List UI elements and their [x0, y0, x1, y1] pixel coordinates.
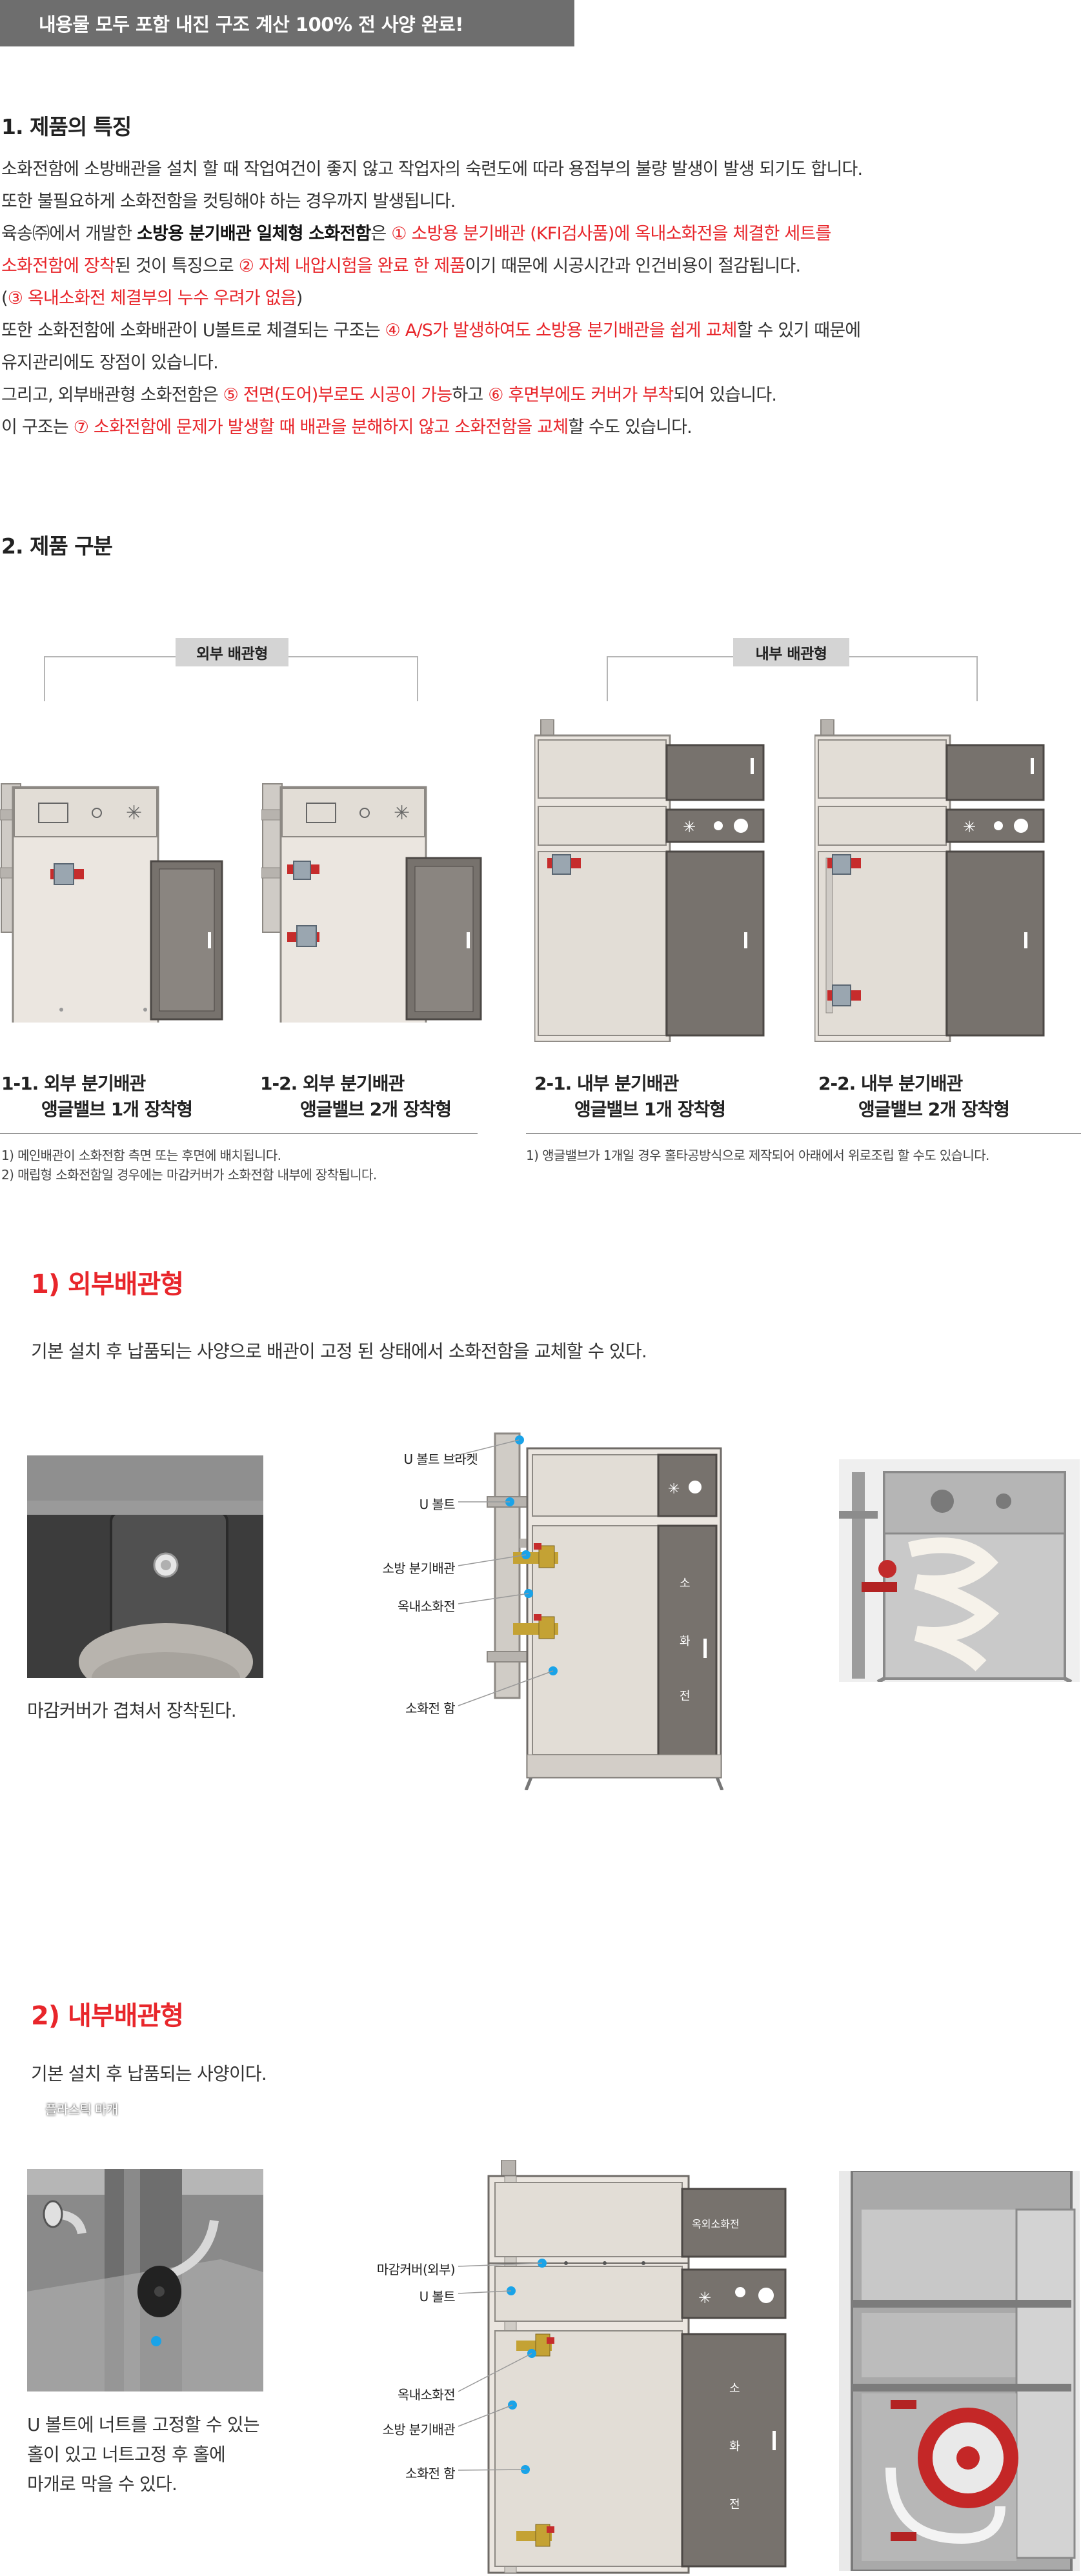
body-text: 이 구조는	[1, 417, 74, 437]
internal-real-photo	[839, 2171, 1080, 2571]
highlight-text: 소화전함에 장착	[1, 256, 116, 276]
body-text: )	[296, 288, 303, 308]
section1-line: (③ 옥내소화전 체결부의 누수 우려가 없음)	[1, 283, 862, 315]
divider-right	[526, 1133, 1081, 1134]
highlight-text: ⑤ 전면(도어)부로도 시공이 가능	[223, 385, 453, 405]
notes-external: 1) 메인배관이 소화전함 측면 또는 후면에 배치됩니다. 2) 매립형 소화…	[1, 1148, 377, 1183]
external-type-tag: 외부 배관형	[176, 638, 288, 666]
bold-text: 소방용 분기배관 일체형 소화전함	[137, 224, 371, 244]
label-u-bolt-bracket: U 볼트 브라켓	[403, 1452, 478, 1467]
body-text: 유지관리에도 장점이 있습니다.	[1, 353, 219, 373]
svg-text:✳: ✳	[963, 818, 976, 836]
svg-text:옥외소화전: 옥외소화전	[692, 2218, 740, 2230]
section1-line: 육송㈜에서 개발한 소방용 분기배관 일체형 소화전함은 ① 소방용 분기배관 …	[1, 218, 862, 250]
section1-line: 그리고, 외부배관형 소화전함은 ⑤ 전면(도어)부로도 시공이 가능하고 ⑥ …	[1, 379, 862, 412]
label-hydrant-box: 소화전 함	[405, 1701, 456, 1716]
product-1-2-illustration: ✳	[261, 783, 482, 1023]
label-internal-hydrant-box: 소화전 함	[405, 2466, 456, 2481]
highlight-text: ② 자체 내압시험을 완료 한 제품	[238, 256, 466, 276]
plastic-cap-tag: 플라스틱 마개	[45, 2102, 118, 2117]
external-real-photo	[839, 1459, 1080, 1682]
body-text: 할 수도 있습니다.	[568, 417, 692, 437]
body-text: 된 것이 특징으로	[115, 256, 239, 276]
body-text: 그리고, 외부배관형 소화전함은	[1, 385, 223, 405]
section1-line: 유지관리에도 장점이 있습니다.	[1, 347, 862, 379]
cover-detail-caption: 마감커버가 겹쳐서 장착된다.	[27, 1700, 237, 1721]
notes-internal: 1) 앵글밸브가 1개일 경우 홀타공방식으로 제작되어 아래에서 위로조립 할…	[526, 1148, 989, 1163]
banner-text: 내용물 모두 포함 내진 구조 계산 100% 전 사양 완료!	[39, 14, 463, 35]
product-1-1-illustration: ✳	[0, 783, 223, 1023]
caption-1-1: 1-1. 외부 분기배관 앵글밸브 1개 장착형	[1, 1073, 193, 1120]
svg-text:소: 소	[680, 1577, 691, 1590]
body-text: 되어 있습니다.	[673, 385, 777, 405]
body-text: 또한 소화전함에 소화배관이 U볼트로 체결되는 구조는	[1, 321, 385, 341]
svg-text:✳: ✳	[698, 2289, 711, 2307]
divider-left	[0, 1133, 478, 1134]
highlight-text: ⑥ 후면부에도 커버가 부착	[488, 385, 674, 405]
section1-line: 소화전함에 소방배관을 설치 할 때 작업여건이 좋지 않고 작업자의 숙련도에…	[1, 154, 863, 186]
svg-text:화: 화	[729, 2440, 740, 2453]
caption-1-2: 1-2. 외부 분기배관 앵글밸브 2개 장착형	[260, 1073, 452, 1120]
internal-type-tag: 내부 배관형	[733, 638, 849, 666]
section1-line: 소화전함에 장착된 것이 특징으로 ② 자체 내압시험을 완료 한 제품이기 때…	[1, 250, 862, 283]
external-type-desc: 기본 설치 후 납품되는 사양으로 배관이 고정 된 상태에서 소화전함을 교체…	[31, 1341, 647, 1362]
highlight-text: ③ 옥내소화전 체결부의 누수 우려가 없음	[7, 288, 297, 308]
svg-text:전: 전	[729, 2498, 740, 2511]
highlight-text: ④ A/S가 발생하여도 소방용 분기배관을 쉽게 교체	[385, 321, 738, 341]
caption-2-2: 2-2. 내부 분기배관 앵글밸브 2개 장착형	[818, 1073, 1010, 1120]
u-bolt-hole-desc: U 볼트에 너트를 고정할 수 있는 홀이 있고 너트고정 후 홀에 마개로 막…	[27, 2414, 260, 2495]
svg-text:✳: ✳	[126, 802, 142, 824]
body-text: 하고	[452, 385, 489, 405]
body-text: 소화전함에 소방배관을 설치 할 때 작업여건이 좋지 않고 작업자의 숙련도에…	[1, 159, 863, 179]
svg-text:소: 소	[729, 2382, 740, 2395]
svg-text:전: 전	[680, 1690, 691, 1703]
product-2-2-illustration: ✳	[814, 719, 1045, 1042]
section1-line: 또한 불필요하게 소화전함을 컷팅해야 하는 경우까지 발생됩니다.	[1, 186, 862, 218]
svg-text:✳: ✳	[683, 818, 696, 836]
highlight-text: ⑦ 소화전함에 문제가 발생할 때 배관을 분해하지 않고 소화전함을 교체	[73, 417, 569, 437]
label-internal-u-bolt: U 볼트	[419, 2289, 456, 2304]
body-text: (	[1, 288, 8, 308]
cover-detail-photo	[27, 1455, 263, 1678]
label-finish-cover-outer: 마감커버(외부)	[376, 2262, 456, 2277]
internal-leader-lines	[458, 2262, 543, 2471]
section1-line: 이 구조는 ⑦ 소화전함에 문제가 발생할 때 배관을 분해하지 않고 소화전함…	[1, 412, 862, 444]
body-text: 육송㈜에서 개발한	[1, 224, 137, 244]
section1-paragraph: 소화전함에 소방배관을 설치 할 때 작업여건이 좋지 않고 작업자의 숙련도에…	[1, 154, 863, 444]
label-indoor-hydrant: 옥내소화전	[398, 1599, 456, 1614]
plastic-cap-photo	[27, 2169, 263, 2391]
internal-type-title: 2) 내부배관형	[31, 2001, 184, 2031]
highlight-text: ① 소방용 분기배관 (KFI검사품)에 옥내소화전을 체결한 세트를	[391, 224, 831, 244]
body-text: 또한 불필요하게 소화전함을 컷팅해야 하는 경우까지 발생됩니다.	[1, 192, 456, 212]
label-internal-branch-pipe: 소방 분기배관	[382, 2422, 455, 2437]
external-type-title: 1) 외부배관형	[31, 1270, 184, 1299]
external-leader-lines	[452, 1439, 554, 1706]
body-text: 은	[370, 224, 392, 244]
label-internal-indoor-hydrant: 옥내소화전	[398, 2387, 456, 2402]
svg-text:화: 화	[680, 1635, 691, 1648]
internal-type-desc: 기본 설치 후 납품되는 사양이다.	[31, 2063, 267, 2084]
section2-title: 2. 제품 구분	[1, 534, 113, 559]
top-banner: 내용물 모두 포함 내진 구조 계산 100% 전 사양 완료!	[0, 0, 574, 46]
external-type-diagram: ✳ 소 화 전	[487, 1432, 724, 1790]
label-fire-branch-pipe: 소방 분기배관	[382, 1561, 455, 1576]
section1-title: 1. 제품의 특징	[1, 114, 132, 139]
section1-line: 또한 소화전함에 소화배관이 U볼트로 체결되는 구조는 ④ A/S가 발생하여…	[1, 315, 862, 347]
body-text: 할 수 있기 때문에	[736, 321, 861, 341]
svg-text:✳: ✳	[668, 1481, 680, 1497]
internal-type-diagram: 옥외소화전 ✳ 소 화 전	[487, 2160, 787, 2574]
body-text: 이기 때문에 시공시간과 인건비용이 절감됩니다.	[465, 256, 802, 276]
caption-2-1: 2-1. 내부 분기배관 앵글밸브 1개 장착형	[534, 1073, 726, 1120]
product-2-1-illustration: ✳	[534, 719, 765, 1042]
svg-text:✳: ✳	[394, 802, 410, 824]
label-u-bolt: U 볼트	[419, 1497, 456, 1512]
